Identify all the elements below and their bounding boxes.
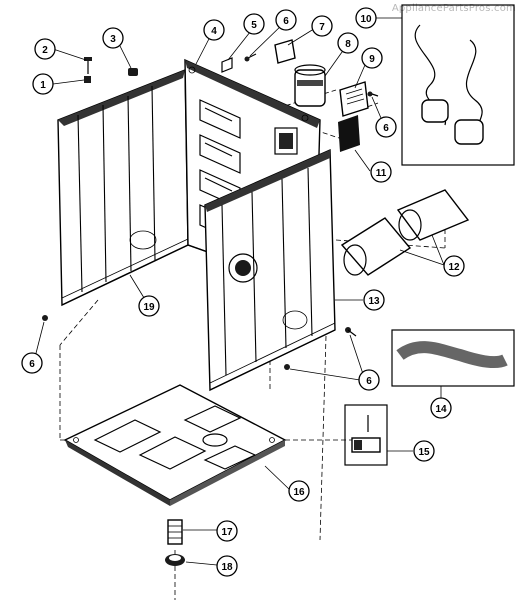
svg-text:15: 15 bbox=[418, 447, 430, 458]
callout-11: 11 bbox=[370, 161, 392, 183]
leveling-kit bbox=[344, 404, 388, 466]
svg-text:1: 1 bbox=[40, 80, 46, 91]
flexible-hose bbox=[391, 329, 515, 387]
watermark: AppliancePartsPros.com bbox=[391, 3, 516, 14]
svg-text:16: 16 bbox=[293, 487, 305, 498]
svg-text:14: 14 bbox=[435, 404, 447, 415]
base-plate bbox=[63, 384, 287, 506]
callout-4: 4 bbox=[203, 19, 225, 41]
callout-13: 13 bbox=[363, 289, 385, 311]
svg-text:9: 9 bbox=[369, 54, 375, 65]
callout-7: 7 bbox=[311, 15, 333, 37]
callout-18: 18 bbox=[216, 555, 238, 577]
svg-text:6: 6 bbox=[283, 16, 289, 27]
callout-14: 14 bbox=[430, 397, 452, 419]
leveling-foot bbox=[165, 519, 185, 566]
callout-12: 12 bbox=[443, 255, 465, 277]
callout-9: 9 bbox=[361, 47, 383, 69]
svg-text:6: 6 bbox=[29, 359, 35, 370]
svg-text:17: 17 bbox=[221, 527, 233, 538]
callout-15: 15 bbox=[413, 440, 435, 462]
svg-text:18: 18 bbox=[221, 562, 233, 573]
small-parts bbox=[42, 39, 379, 370]
svg-text:11: 11 bbox=[376, 168, 387, 179]
callout-6-front: 6 bbox=[358, 369, 380, 391]
front-panel bbox=[204, 148, 336, 392]
callout-16: 16 bbox=[288, 480, 310, 502]
callout-2: 2 bbox=[34, 38, 56, 60]
svg-text:5: 5 bbox=[251, 20, 257, 31]
callout-6-left: 6 bbox=[21, 352, 43, 374]
left-side-panel bbox=[57, 68, 189, 307]
callout-19: 19 bbox=[138, 295, 160, 317]
svg-text:4: 4 bbox=[211, 26, 217, 37]
svg-text:10: 10 bbox=[360, 14, 372, 25]
callout-1: 1 bbox=[32, 73, 54, 95]
svg-text:12: 12 bbox=[448, 262, 460, 273]
callouts: 1 2 3 4 5 6 7 8 9 10 6 11 12 19 13 6 6 1… bbox=[21, 7, 465, 577]
svg-text:2: 2 bbox=[42, 45, 48, 56]
svg-text:3: 3 bbox=[110, 34, 116, 45]
callout-8: 8 bbox=[337, 32, 359, 54]
callout-3: 3 bbox=[102, 27, 124, 49]
callout-6-right: 6 bbox=[375, 116, 397, 138]
svg-text:13: 13 bbox=[368, 296, 380, 307]
svg-text:6: 6 bbox=[383, 123, 389, 134]
exhaust-duct-kit bbox=[401, 4, 515, 166]
svg-text:8: 8 bbox=[345, 39, 351, 50]
svg-text:6: 6 bbox=[366, 376, 372, 387]
callout-5: 5 bbox=[243, 13, 265, 35]
callout-10: 10 bbox=[355, 7, 377, 29]
duct-pipes bbox=[340, 189, 470, 276]
callout-17: 17 bbox=[216, 520, 238, 542]
svg-text:7: 7 bbox=[319, 22, 325, 33]
svg-text:19: 19 bbox=[143, 302, 155, 313]
callout-6-top: 6 bbox=[275, 9, 297, 31]
